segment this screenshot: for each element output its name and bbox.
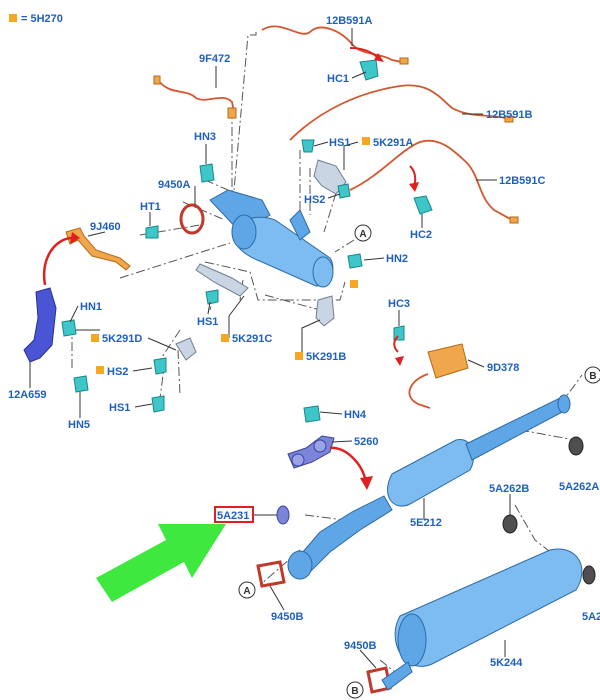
label-hs1-mid: HS1 xyxy=(197,316,218,328)
label-hn5: HN5 xyxy=(68,419,90,431)
label-5a262a: 5A262A xyxy=(559,481,599,493)
label-9450b-a: 9450B xyxy=(271,611,303,623)
label-hc1: HC1 xyxy=(327,73,349,85)
rear-muffler xyxy=(381,548,583,691)
wire-connectors xyxy=(153,57,519,224)
legend-markers xyxy=(91,137,370,374)
label-12a659: 12A659 xyxy=(8,389,47,401)
label-5e212: 5E212 xyxy=(410,517,442,529)
brackets-5k291 xyxy=(175,159,347,361)
ref-circle-b-bottom: B xyxy=(346,681,364,699)
hanger-5260 xyxy=(287,435,335,469)
catalytic-converter xyxy=(209,189,334,288)
label-5k291c: 5K291C xyxy=(232,333,272,345)
label-12b591c: 12B591C xyxy=(499,175,546,187)
red-arrows xyxy=(42,47,419,490)
ref-circle-b-right: B xyxy=(584,366,600,384)
label-hs2-top: HS2 xyxy=(304,194,325,206)
ref-circle-a-top: A xyxy=(354,224,372,242)
label-12b591a: 12B591A xyxy=(326,15,373,27)
fasteners xyxy=(61,59,433,423)
intermediate-pipe xyxy=(287,394,571,580)
sensor-9d378 xyxy=(408,343,469,409)
clamp-5a231 xyxy=(276,505,290,525)
label-hs1-low: HS1 xyxy=(109,402,130,414)
gaskets-9450b xyxy=(256,560,392,694)
label-9d378: 9D378 xyxy=(487,362,519,374)
label-5k291b: 5K291B xyxy=(306,351,346,363)
label-5a2-edge: 5A2 xyxy=(582,611,600,623)
label-9450b-b: 9450B xyxy=(344,640,376,652)
label-hn2: HN2 xyxy=(386,253,408,265)
label-hc2: HC2 xyxy=(410,229,432,241)
gasket-9450a xyxy=(179,203,205,235)
svg-text:B: B xyxy=(351,686,358,697)
label-hn4: HN4 xyxy=(344,409,367,421)
label-hn1: HN1 xyxy=(80,301,102,313)
label-hs2-low: HS2 xyxy=(107,366,128,378)
leader-lines xyxy=(29,28,511,669)
legend-swatch xyxy=(9,14,17,22)
highlight-box-5a231 xyxy=(214,506,254,523)
green-arrow xyxy=(96,524,226,602)
rubber-hangers xyxy=(502,436,596,585)
label-9450a: 9450A xyxy=(158,179,190,191)
svg-text:B: B xyxy=(589,371,596,382)
label-5k291a: 5K291A xyxy=(373,137,413,149)
label-9j460: 9J460 xyxy=(90,221,121,233)
label-5k291d: 5K291D xyxy=(102,333,142,345)
heat-shield-12a659 xyxy=(23,287,57,363)
label-9f472: 9F472 xyxy=(199,53,230,65)
svg-text:A: A xyxy=(243,586,250,597)
label-ht1: HT1 xyxy=(140,201,161,213)
part-labels: 12B591A HC1 9F472 12B591B HN3 HS1 5K291A… xyxy=(8,15,600,669)
label-5260: 5260 xyxy=(354,436,378,448)
label-hn3: HN3 xyxy=(194,131,216,143)
label-12b591b: 12B591B xyxy=(486,109,533,121)
label-5k244: 5K244 xyxy=(490,657,523,669)
label-hs1-top: HS1 xyxy=(329,137,350,149)
svg-text:A: A xyxy=(359,229,366,240)
label-5a262b: 5A262B xyxy=(489,483,529,495)
bracket-9j460 xyxy=(65,227,131,271)
label-hc3: HC3 xyxy=(388,298,410,310)
legend-text: = 5H270 xyxy=(21,13,63,25)
ref-circle-a-low: A xyxy=(238,581,256,599)
label-5a231: 5A231 xyxy=(217,510,249,522)
